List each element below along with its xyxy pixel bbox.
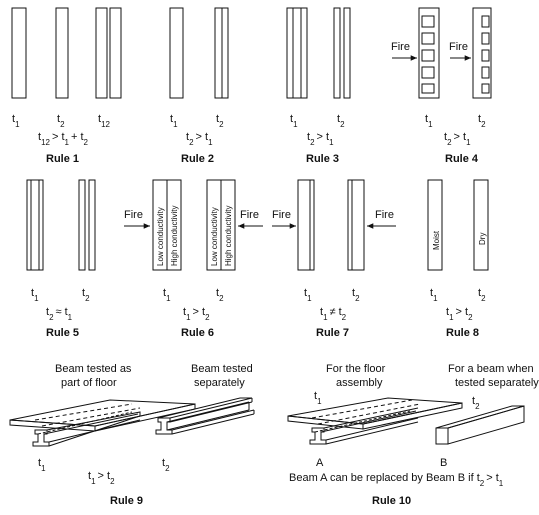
rule5-title: Rule 5	[46, 327, 79, 339]
rule4-label-t2: t2	[478, 113, 486, 129]
rule1-label-t12: t12	[98, 113, 111, 129]
rule10-beam-b-label: B	[440, 457, 447, 469]
rule10-caption-right-line2: tested separately	[455, 377, 539, 389]
rule10-caption-left-line1: For the floor	[326, 363, 386, 375]
rule10-label-t1: t1	[314, 390, 322, 406]
rule9-beam-separate	[155, 397, 255, 435]
rule4-wall-t2	[472, 7, 492, 99]
rule2-label-t1: t1	[170, 113, 178, 129]
rule2-wall-t1	[169, 7, 184, 99]
rule5-formula: t2≈ t1	[46, 306, 73, 322]
rule4-fire-label-2: Fire	[449, 41, 468, 53]
rule7-wall-t1	[297, 179, 315, 271]
rule9-label-t1: t1	[38, 457, 46, 473]
rule6-label-t1: t1	[163, 287, 171, 303]
rule2-formula: t2> t1	[186, 131, 213, 147]
rule10-caption-left-line2: assembly	[336, 377, 383, 389]
rule7-title: Rule 7	[316, 327, 349, 339]
rule9-caption-right-line1: Beam tested	[191, 363, 253, 375]
rule10-beam-a-label: A	[316, 457, 324, 469]
rule6-wall-t2: Low conductivity High conductivity	[206, 179, 236, 271]
rule9-formula: t1> t2	[88, 470, 115, 486]
rule6-t1-low-conductivity: Low conductivity	[156, 207, 165, 266]
rule5-label-t1: t1	[31, 287, 39, 303]
rule1-wall-t2	[55, 7, 69, 99]
rule6-fire-label-left: Fire	[124, 209, 143, 221]
rule4-title: Rule 4	[445, 153, 479, 165]
rule4-wall-t1	[418, 7, 440, 99]
rule3-formula: t2> t1	[307, 131, 334, 147]
rule1-label-t1: t1	[12, 113, 20, 129]
rule9-label-t2: t2	[162, 457, 170, 473]
rule6-t2-high-conductivity: High conductivity	[224, 206, 233, 266]
rule7-formula: t1≠ t2	[320, 306, 347, 322]
rule8-title: Rule 8	[446, 327, 479, 339]
rule9-caption-left-line1: Beam tested as	[55, 363, 132, 375]
rule1-wall-t1	[11, 7, 27, 99]
rule1-formula: t12> t1+ t2	[38, 131, 89, 147]
rule6-label-t2: t2	[216, 287, 224, 303]
rule10-label-t2: t2	[472, 395, 480, 411]
rule8-dry-label: Dry	[478, 233, 487, 245]
rule9-title: Rule 9	[110, 495, 143, 507]
rule7-fire-label-right: Fire	[375, 209, 394, 221]
rule4-label-t1: t1	[425, 113, 433, 129]
rule7-wall-t2	[347, 179, 365, 271]
rule8-label-t2: t2	[478, 287, 486, 303]
rule10-statement: Beam A can be replaced by Beam B if t2> …	[289, 472, 504, 488]
rule1-wall-t12	[95, 7, 122, 99]
rule1-title: Rule 1	[46, 153, 79, 165]
rule2-label-t2: t2	[216, 113, 224, 129]
rule6-formula: t1> t2	[183, 306, 210, 322]
rule3-title: Rule 3	[306, 153, 339, 165]
rule6-t1-high-conductivity: High conductivity	[170, 206, 179, 266]
rule5-label-t2: t2	[82, 287, 90, 303]
rule6-fire-label-right: Fire	[240, 209, 259, 221]
rule10-beam-b-rectangular	[435, 405, 525, 445]
rule6-t2-low-conductivity: Low conductivity	[210, 207, 219, 266]
rule3-label-t2: t2	[337, 113, 345, 129]
rule9-floor-slab-with-beam	[9, 399, 196, 447]
rule3-label-t1: t1	[290, 113, 298, 129]
rule8-wall-dry: Dry	[473, 179, 489, 271]
rule10-caption-right-line1: For a beam when	[448, 363, 534, 375]
rule4-fire-label-1: Fire	[391, 41, 410, 53]
rule8-formula: t1> t2	[446, 306, 473, 322]
rule4-formula: t2> t1	[444, 131, 471, 147]
rule5-wall-t2	[78, 179, 96, 271]
rule1-label-t2: t2	[57, 113, 65, 129]
rule6-wall-t1: Low conductivity High conductivity	[152, 179, 182, 271]
rule10-title: Rule 10	[372, 495, 411, 507]
rule2-title: Rule 2	[181, 153, 214, 165]
rule9-caption-right-line2: separately	[194, 377, 245, 389]
rule9-caption-left-line2: part of floor	[61, 377, 117, 389]
rule6-title: Rule 6	[181, 327, 214, 339]
rule3-wall-t2	[333, 7, 351, 99]
rule7-label-t2: t2	[352, 287, 360, 303]
rule3-wall-t1	[286, 7, 308, 99]
rule7-fire-label-left: Fire	[272, 209, 291, 221]
rule5-wall-t1	[26, 179, 44, 271]
rule8-label-t1: t1	[430, 287, 438, 303]
rule10-floor-slab-with-beam-a	[287, 397, 463, 445]
rule2-wall-t2	[214, 7, 229, 99]
rule8-wall-moist: Moist	[427, 179, 443, 271]
rule7-label-t1: t1	[304, 287, 312, 303]
rule8-moist-label: Moist	[432, 230, 441, 250]
